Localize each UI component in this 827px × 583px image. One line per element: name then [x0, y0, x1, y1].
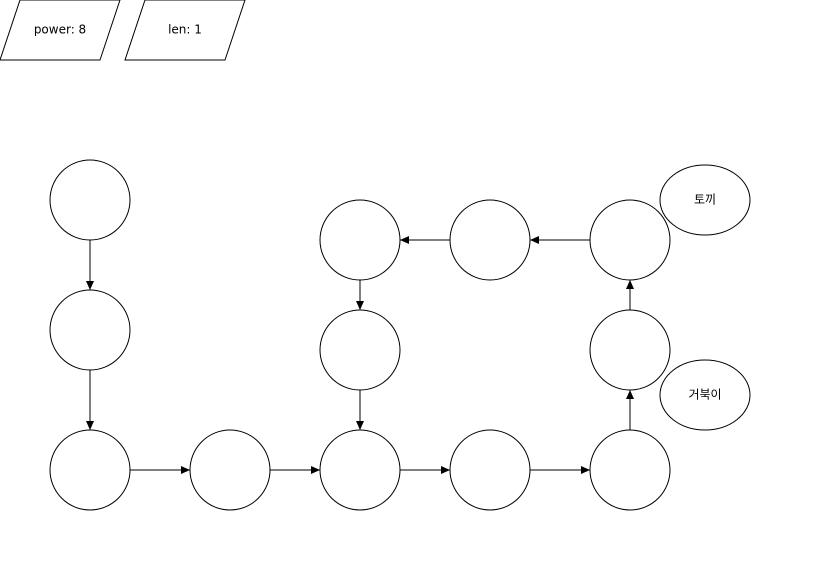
len-label: len: 1	[168, 23, 202, 37]
power-parallelogram[interactable]: power: 8	[0, 0, 121, 61]
turtle-label: 거북이	[688, 388, 721, 402]
edges-group	[86, 236, 634, 474]
rabbit-ellipse[interactable]: 토끼	[659, 164, 751, 236]
node-n1[interactable]	[49, 159, 131, 241]
node-n6[interactable]	[449, 429, 531, 511]
node-n7[interactable]	[589, 429, 671, 511]
power-label: power: 8	[34, 23, 86, 37]
node-n3[interactable]	[49, 429, 131, 511]
node-n8[interactable]	[589, 309, 671, 391]
node-n2[interactable]	[49, 289, 131, 371]
node-n10[interactable]	[449, 199, 531, 281]
turtle-ellipse-shape	[659, 359, 751, 431]
node-n12[interactable]	[319, 309, 401, 391]
node-n11[interactable]	[319, 199, 401, 281]
nodes-group	[49, 159, 671, 511]
rabbit-ellipse-shape	[659, 164, 751, 236]
node-n9[interactable]	[589, 199, 671, 281]
rabbit-label: 토끼	[694, 193, 716, 207]
node-n5[interactable]	[319, 429, 401, 511]
turtle-ellipse[interactable]: 거북이	[659, 359, 751, 431]
len-parallelogram-shape	[124, 0, 246, 61]
len-parallelogram[interactable]: len: 1	[124, 0, 246, 61]
node-n4[interactable]	[189, 429, 271, 511]
power-parallelogram-shape	[0, 0, 121, 61]
